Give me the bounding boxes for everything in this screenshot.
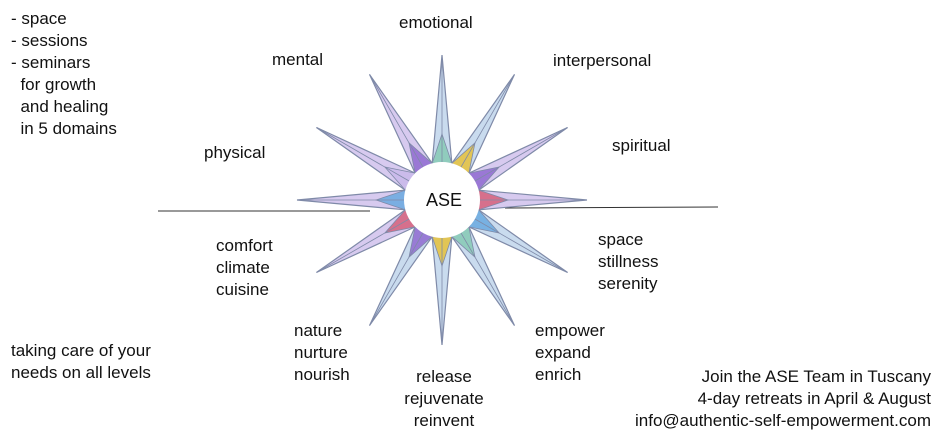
domain-emotional: emotional: [399, 13, 473, 32]
group-line: nature: [294, 321, 343, 340]
group-line: enrich: [535, 365, 582, 384]
horizon-line-right: [504, 206, 719, 209]
group-line: release: [416, 367, 472, 386]
group-line: nurture: [294, 343, 348, 362]
star-point: [431, 54, 453, 164]
group-line: comfort: [216, 236, 273, 255]
group-line: rejuvenate: [404, 389, 484, 408]
group-release: release rejuvenate reinvent: [392, 366, 496, 432]
group-line: climate: [216, 258, 270, 277]
group-line: serenity: [598, 274, 658, 293]
group-line: empower: [535, 321, 605, 340]
group-space: space stillness serenity: [598, 229, 658, 295]
group-comfort: comfort climate cuisine: [216, 235, 273, 301]
domain-interpersonal: interpersonal: [553, 51, 652, 70]
group-line: space: [598, 230, 644, 249]
list-item: and healing: [11, 97, 109, 116]
domain-physical: physical: [204, 143, 266, 162]
group-empower: empower expand enrich: [535, 320, 605, 386]
star-point: [296, 189, 406, 211]
list-item: in 5 domains: [11, 119, 117, 138]
group-nature: nature nurture nourish: [294, 320, 350, 386]
list-item: - space: [11, 9, 67, 28]
list-item: for growth: [11, 75, 97, 94]
footer-info: Join the ASE Team in Tuscany 4-day retre…: [635, 366, 931, 432]
group-line: expand: [535, 343, 591, 362]
domain-spiritual: spiritual: [612, 136, 671, 155]
group-line: stillness: [598, 252, 659, 271]
care-line: taking care of your: [11, 341, 151, 360]
footer-line: Join the ASE Team in Tuscany: [701, 367, 931, 386]
star-point: [431, 236, 453, 346]
group-line: reinvent: [413, 411, 475, 430]
center-circle: [404, 162, 480, 238]
care-text: taking care of your needs on all levels: [11, 340, 151, 384]
group-line: nourish: [294, 365, 350, 384]
care-line: needs on all levels: [11, 363, 151, 382]
list-item: - sessions: [11, 31, 88, 50]
footer-line: 4-day retreats in April & August: [697, 389, 931, 408]
list-item: - seminars: [11, 53, 91, 72]
star-point: [478, 189, 588, 211]
group-line: cuisine: [216, 280, 269, 299]
footer-line: info@authentic-self-empowerment.com: [635, 411, 931, 430]
intro-list: - space - sessions - seminars for growth…: [11, 8, 117, 140]
center-label: ASE: [425, 190, 463, 210]
domain-mental: mental: [272, 50, 324, 69]
